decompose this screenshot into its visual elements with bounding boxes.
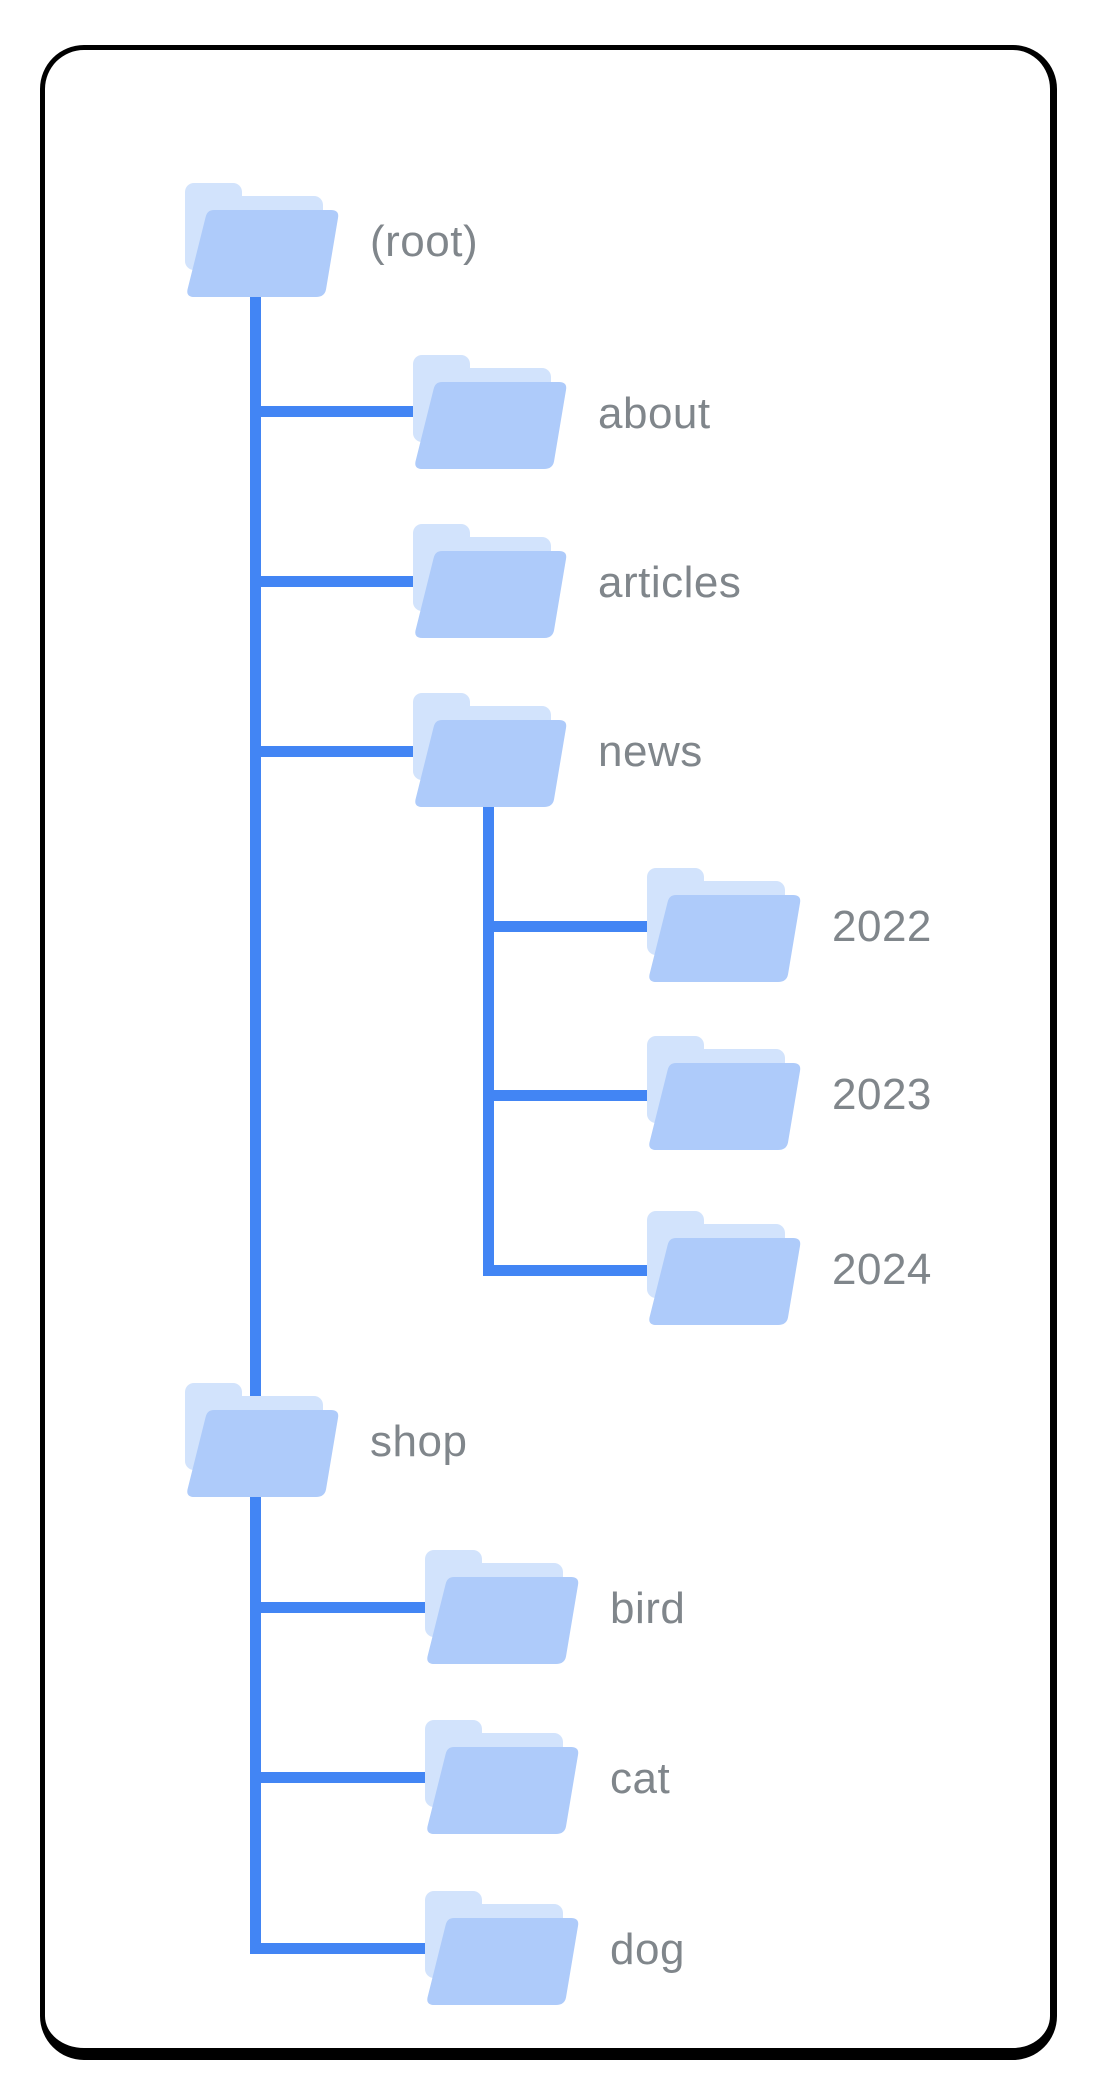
tree-node-bird: bird (425, 1550, 685, 1667)
folder-icon (185, 183, 339, 297)
folder-label: 2023 (832, 1069, 932, 1119)
folder-icon (413, 693, 567, 807)
connector-line-news-vertical (483, 805, 494, 1276)
folder-label: articles (598, 557, 742, 607)
connector-line-articles-branch (250, 576, 422, 587)
folder-label: shop (370, 1416, 468, 1466)
tree-node-cat: cat (425, 1720, 670, 1837)
folder-label: 2024 (832, 1244, 932, 1294)
folder-label: dog (610, 1924, 685, 1974)
tree-node-root: (root) (185, 183, 478, 300)
connector-line-2022-branch (483, 921, 655, 932)
connector-line-dog-branch (250, 1943, 432, 1954)
folder-icon (425, 1720, 579, 1834)
tree-node-2024: 2024 (647, 1211, 932, 1328)
connector-line-cat-branch (250, 1772, 432, 1783)
folder-icon (185, 1383, 339, 1497)
folder-icon (413, 524, 567, 638)
folder-label: cat (610, 1753, 671, 1803)
folder-icon (647, 868, 801, 982)
connector-line-news-branch (250, 746, 422, 757)
tree-node-2022: 2022 (647, 868, 932, 985)
tree-node-news: news (413, 693, 703, 810)
tree-node-2023: 2023 (647, 1036, 932, 1153)
folder-label: bird (610, 1583, 686, 1633)
tree-node-articles: articles (413, 524, 741, 641)
folder-icon (647, 1211, 801, 1325)
folder-label: (root) (370, 216, 479, 266)
connector-line-bird-branch (250, 1602, 432, 1613)
folder-label: 2022 (832, 901, 932, 951)
folder-icon (647, 1036, 801, 1150)
connector-line-2024-branch (483, 1265, 655, 1276)
folder-icon (413, 355, 567, 469)
connector-line-root-vertical (250, 292, 261, 1954)
folder-icon (425, 1891, 579, 2005)
folder-label: about (598, 388, 711, 438)
tree-node-shop: shop (185, 1383, 467, 1500)
connector-line-2023-branch (483, 1090, 655, 1101)
tree-node-dog: dog (425, 1891, 685, 2008)
connector-line-about-branch (250, 406, 422, 417)
folder-icon (425, 1550, 579, 1664)
tree-node-about: about (413, 355, 711, 472)
diagram-card: (root) about articles news 2022 2023 202… (40, 45, 1057, 2060)
folder-label: news (598, 726, 703, 776)
